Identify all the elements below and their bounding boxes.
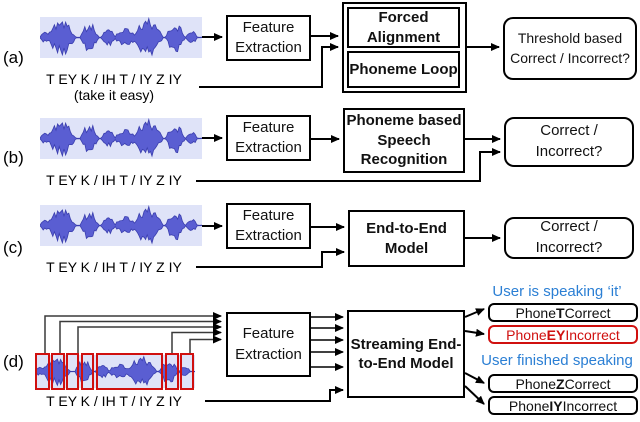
waveform-c — [40, 205, 202, 246]
phone-prefix: Phone — [506, 326, 547, 343]
forced-alignment-box: Forced Alignment — [347, 7, 460, 48]
phone-segment-box — [164, 353, 179, 390]
phone-symbol: T — [556, 304, 565, 321]
transcript-c: T EY K / IH T / IY Z IY — [46, 259, 182, 275]
phone-status: Incorrect — [562, 397, 618, 414]
phone-segment-box — [179, 353, 194, 390]
transcript-d: T EY K / IH T / IY Z IY — [46, 393, 182, 409]
phone-segment-box — [65, 353, 79, 390]
phone-result-t: Phone T Correct — [488, 303, 638, 322]
waveform-d — [35, 355, 195, 388]
waveform-b — [40, 118, 202, 159]
feature-extraction-box-b: Feature Extraction — [226, 115, 311, 161]
phone-symbol: IY — [549, 397, 563, 414]
phone-status: Incorrect — [565, 326, 620, 343]
phone-symbol: EY — [546, 326, 566, 343]
end-to-end-model-box: End-to-End Model — [348, 210, 465, 267]
streaming-model-box: Streaming End-to-End Model — [347, 310, 465, 398]
phone-symbol: Z — [556, 375, 565, 392]
phone-segment-box — [35, 353, 50, 390]
phoneme-loop-box: Phoneme Loop — [347, 51, 460, 88]
phone-result-ey: Phone EY Incorrect — [488, 325, 638, 344]
segmented-waveform — [35, 353, 195, 390]
transcript-a: T EY K / IH T / IY Z IY — [46, 71, 182, 87]
phone-prefix: Phone — [515, 375, 556, 392]
phone-prefix: Phone — [515, 304, 556, 321]
status-finished-text: User finished speaking — [481, 352, 633, 369]
feature-extraction-box-c: Feature Extraction — [226, 203, 311, 249]
row-c-label: (c) — [3, 238, 23, 257]
row-a-label: (a) — [3, 48, 24, 67]
row-b-label: (b) — [3, 148, 24, 167]
waveform-a — [40, 17, 202, 58]
feature-extraction-box-a: Feature Extraction — [226, 15, 311, 61]
phone-prefix: Phone — [508, 397, 550, 414]
transcript-gloss: (take it easy) — [73, 87, 155, 103]
phone-result-z: Phone Z Correct — [488, 374, 638, 393]
phone-segment-box — [80, 353, 94, 390]
status-speaking-text: User is speaking ‘it’ — [492, 283, 622, 300]
row-d-label: (d) — [3, 352, 24, 371]
correct-output-box-c: Correct / Incorrect? — [504, 217, 634, 259]
phone-segment-box — [95, 353, 163, 390]
phone-status: Correct — [564, 304, 611, 321]
phone-segment-box — [50, 353, 65, 390]
threshold-output-box: Threshold based Correct / Incorrect? — [503, 17, 637, 80]
phone-status: Correct — [564, 375, 611, 392]
transcript-b: T EY K / IH T / IY Z IY — [46, 172, 182, 188]
alignment-model-group: Forced Alignment Phoneme Loop — [342, 2, 467, 93]
phoneme-asr-box: Phoneme based Speech Recognition — [343, 108, 465, 173]
feature-extraction-box-d: Feature Extraction — [226, 312, 311, 377]
correct-output-box-b: Correct / Incorrect? — [504, 117, 634, 167]
phone-result-iy: Phone IY Incorrect — [488, 396, 638, 415]
